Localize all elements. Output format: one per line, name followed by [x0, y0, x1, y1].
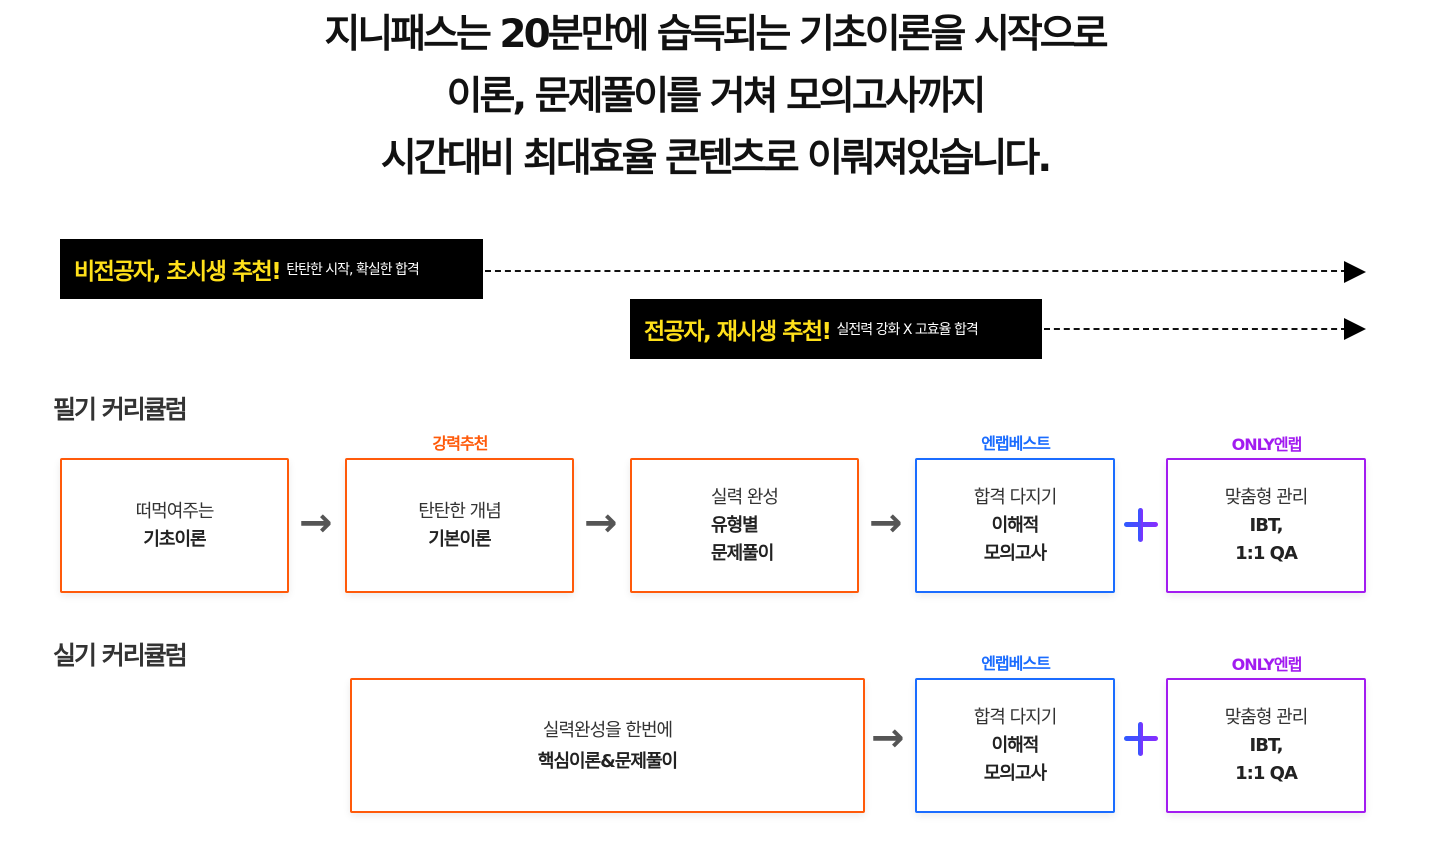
arrow-head-icon	[1344, 318, 1366, 340]
plus-icon	[1124, 722, 1158, 756]
tag-non-major: 비전공자, 초시생 추천! 탄탄한 시작, 확실한 합격	[60, 239, 483, 299]
arrow-right-icon: →	[871, 715, 905, 761]
step-text: 맞춤형 관리	[1224, 486, 1309, 508]
timeline-dash	[485, 270, 1347, 272]
tag-highlight: 전공자, 재시생 추천!	[644, 319, 832, 345]
badge-label: 강력추천	[432, 434, 489, 453]
tag-sub: 탄탄한 시작, 확실한 합격	[286, 262, 420, 278]
badge-label: ONLY엔랩	[1231, 655, 1303, 674]
step-title: 핵심이론&문제풀이	[537, 750, 678, 772]
step-title: 1:1 QA	[1235, 542, 1298, 564]
step-title: IBT,	[1249, 734, 1284, 756]
step-text: 실력 완성	[711, 486, 779, 508]
badge-label: 엔랩베스트	[981, 654, 1051, 673]
tag-major: 전공자, 재시생 추천! 실전력 강화 X 고효율 합격	[630, 299, 1042, 359]
step-title: 기본이론	[428, 528, 491, 550]
section-title-practical: 실기 커리큘럼	[53, 641, 188, 670]
headline-line: 지니패스는 20분만에 습득되는 기초이론을 시작으로	[324, 12, 1108, 57]
tag-highlight: 비전공자, 초시생 추천!	[74, 259, 282, 285]
step-text: 합격 다지기	[973, 706, 1058, 728]
step-title: 유형별	[711, 514, 759, 536]
step-title: 1:1 QA	[1235, 762, 1298, 784]
arrow-head-icon	[1344, 261, 1366, 283]
badge-label: ONLY엔랩	[1231, 435, 1303, 454]
headline: 지니패스는 20분만에 습득되는 기초이론을 시작으로 이론, 문제풀이를 거쳐…	[0, 4, 1430, 190]
timeline-dash	[1044, 328, 1347, 330]
arrow-right-icon: →	[869, 500, 903, 546]
step-text: 합격 다지기	[973, 486, 1058, 508]
badge-label: 엔랩베스트	[981, 434, 1051, 453]
arrow-right-icon: →	[299, 500, 333, 546]
step-text: 실력완성을 한번에	[542, 719, 673, 741]
step-title: 모의고사	[983, 542, 1047, 564]
step-custom-management: 맞춤형 관리 IBT, 1:1 QA	[1166, 458, 1366, 593]
step-title: 기초이론	[143, 528, 206, 550]
step-text: 탄탄한 개념	[418, 500, 502, 522]
tag-sub: 실전력 강화 X 고효율 합격	[836, 322, 979, 338]
arrow-right-icon: →	[584, 500, 618, 546]
section-title-written: 필기 커리큘럼	[53, 395, 188, 424]
step-text: 떠먹여주는	[135, 500, 215, 522]
plus-icon	[1124, 508, 1158, 542]
step-title: IBT,	[1249, 514, 1284, 536]
step-title: 이해적	[991, 734, 1040, 756]
headline-line: 이론, 문제풀이를 거쳐 모의고사까지	[446, 74, 987, 119]
step-custom-management: 맞춤형 관리 IBT, 1:1 QA	[1166, 678, 1366, 813]
headline-line: 시간대비 최대효율 콘텐츠로 이뤄져있습니다.	[380, 136, 1052, 181]
step-title: 모의고사	[983, 762, 1047, 784]
step-title: 이해적	[991, 514, 1040, 536]
step-title: 문제풀이	[711, 542, 774, 564]
step-text: 맞춤형 관리	[1224, 706, 1309, 728]
